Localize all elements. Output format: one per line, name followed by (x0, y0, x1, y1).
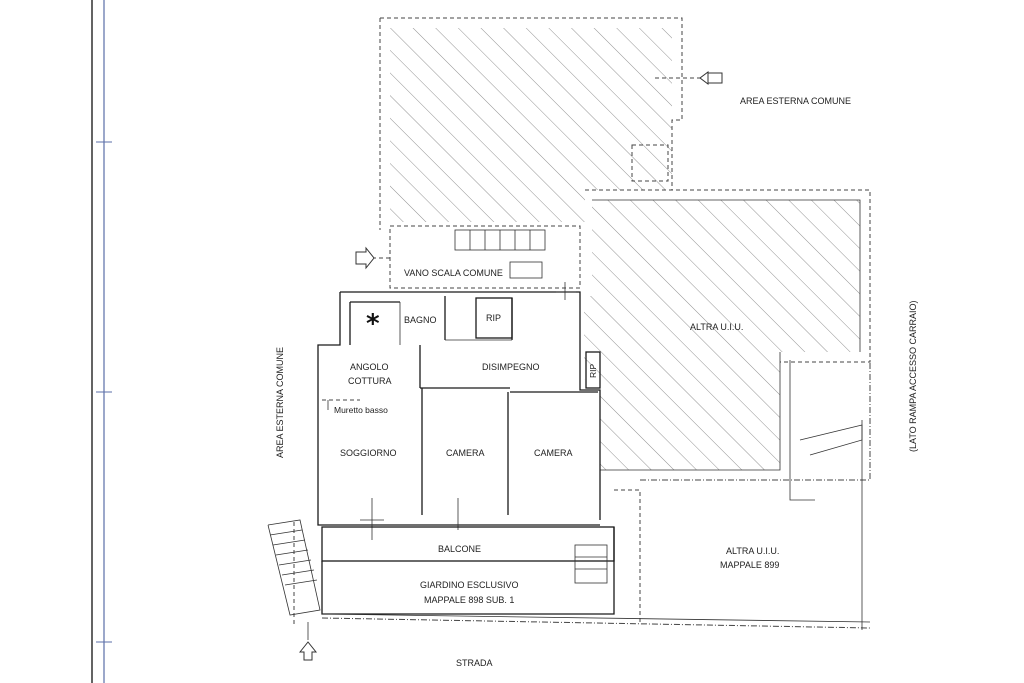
apartment-walls (317, 282, 601, 540)
hatched-area-right (584, 189, 871, 471)
label-muretto: Muretto basso (334, 405, 388, 415)
label-angolo: ANGOLO (350, 362, 389, 372)
asterisk-marker: * (366, 309, 380, 339)
label-altra-uiu-right-2: MAPPALE 899 (720, 560, 779, 570)
balcony-garden (267, 360, 871, 661)
label-giardino-2: MAPPALE 898 SUB. 1 (424, 595, 514, 605)
label-soggiorno: SOGGIORNO (340, 448, 397, 458)
label-camera-2: CAMERA (534, 448, 573, 458)
label-area-esterna-left: AREA ESTERNA COMUNE (275, 347, 285, 458)
label-balcone: BALCONE (438, 544, 481, 554)
label-disimpegno: DISIMPEGNO (482, 362, 540, 372)
label-area-esterna-top: AREA ESTERNA COMUNE (740, 96, 851, 106)
label-strada: STRADA (456, 658, 493, 668)
label-rip-top: RIP (486, 313, 501, 323)
label-rip-side: RIP (588, 364, 598, 379)
stair-area (355, 225, 581, 289)
label-giardino-1: GIARDINO ESCLUSIVO (420, 580, 519, 590)
label-altra-uiu-right-1: ALTRA U.I.U. (726, 546, 779, 556)
label-vano-scala: VANO SCALA COMUNE (404, 268, 503, 278)
label-camera-1: CAMERA (446, 448, 485, 458)
label-altra-uiu-top: ALTRA U.I.U. (690, 322, 743, 332)
label-lato-rampa: (LATO RAMPA ACCESSO CARRAIO) (908, 300, 918, 452)
margin-rules (91, 0, 112, 683)
label-cottura: COTTURA (348, 376, 392, 386)
hatched-area-top (379, 17, 723, 230)
label-bagno: BAGNO (404, 315, 437, 325)
